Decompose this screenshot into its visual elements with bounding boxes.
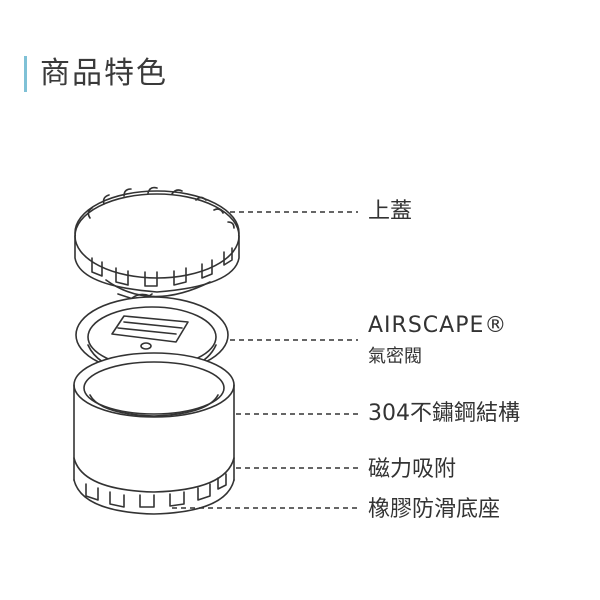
- label-base: 橡膠防滑底座: [368, 497, 501, 522]
- label-valve: AIRSCAPE®: [368, 313, 508, 338]
- label-steel: 304不鏽鋼結構: [368, 401, 520, 426]
- lid-part: [74, 186, 240, 302]
- steel-body-part: [73, 352, 235, 515]
- rubber-base-part: [85, 473, 227, 508]
- title-accent-bar: [24, 56, 27, 92]
- label-valve-sub: 氣密閥: [368, 346, 422, 367]
- label-lid: 上蓋: [368, 199, 413, 224]
- label-magnet: 磁力吸附: [368, 457, 457, 482]
- airscape-valve-part: [75, 296, 229, 376]
- page-title: 商品特色: [40, 56, 168, 91]
